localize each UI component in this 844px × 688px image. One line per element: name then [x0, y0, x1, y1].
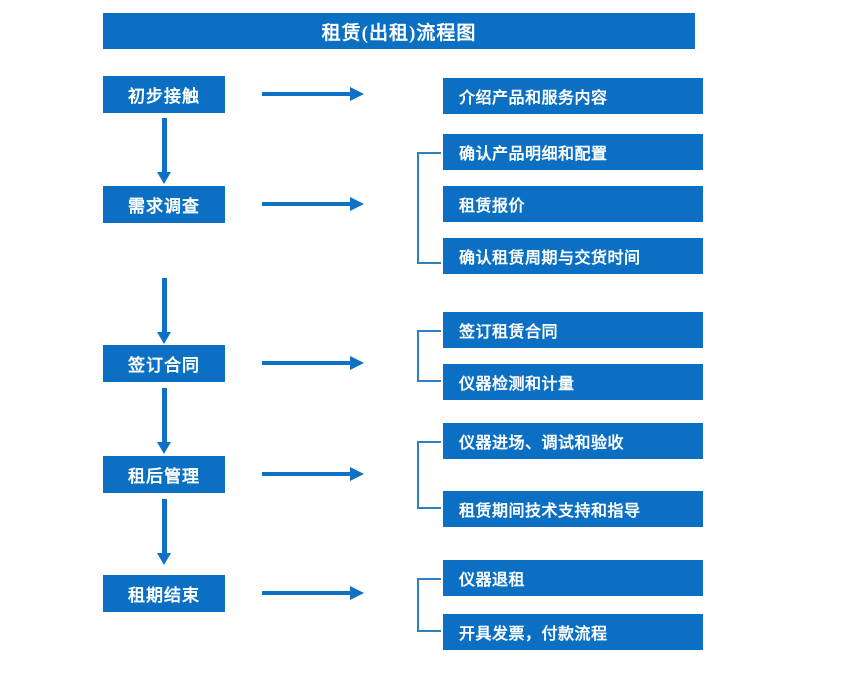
arrow-right-3	[262, 356, 364, 370]
arrow-shaft	[262, 92, 352, 96]
detail-box-g5-1[interactable]: 仪器退租	[443, 560, 703, 596]
arrow-right-4	[262, 467, 364, 481]
arrow-down-1	[157, 118, 171, 184]
arrow-shaft	[162, 388, 167, 442]
stage-box-3[interactable]: 签订合同	[103, 345, 225, 382]
arrow-shaft	[162, 118, 167, 172]
diagram-title: 租赁(出租)流程图	[103, 13, 695, 49]
detail-box-g2-3[interactable]: 确认租赁周期与交货时间	[443, 238, 703, 274]
arrow-down-4	[157, 499, 171, 565]
arrow-head	[350, 467, 364, 481]
arrow-right-1	[262, 87, 364, 101]
arrow-shaft	[162, 278, 167, 332]
arrow-shaft	[262, 361, 352, 365]
group-bracket-5	[417, 578, 441, 632]
group-bracket-3	[417, 330, 441, 382]
arrow-head	[157, 332, 171, 344]
arrow-head	[157, 172, 171, 184]
arrow-down-2	[157, 278, 171, 344]
detail-box-g1-1[interactable]: 介绍产品和服务内容	[443, 78, 703, 114]
group-bracket-2	[417, 152, 441, 264]
stage-box-4[interactable]: 租后管理	[103, 456, 225, 493]
detail-box-g4-1[interactable]: 仪器进场、调试和验收	[443, 423, 703, 459]
arrow-down-3	[157, 388, 171, 454]
group-bracket-4	[417, 441, 441, 509]
arrow-head	[350, 356, 364, 370]
arrow-head	[350, 197, 364, 211]
arrow-shaft	[262, 591, 352, 595]
detail-box-g3-2[interactable]: 仪器检测和计量	[443, 364, 703, 400]
arrow-shaft	[262, 472, 352, 476]
detail-box-g5-2[interactable]: 开具发票，付款流程	[443, 614, 703, 650]
arrow-head	[157, 442, 171, 454]
arrow-shaft	[162, 499, 167, 553]
arrow-shaft	[262, 202, 352, 206]
detail-box-g3-1[interactable]: 签订租赁合同	[443, 312, 703, 348]
arrow-right-5	[262, 586, 364, 600]
arrow-head	[350, 87, 364, 101]
detail-box-g4-2[interactable]: 租赁期间技术支持和指导	[443, 491, 703, 527]
stage-box-5[interactable]: 租期结束	[103, 575, 225, 612]
detail-box-g2-1[interactable]: 确认产品明细和配置	[443, 134, 703, 170]
stage-box-2[interactable]: 需求调查	[103, 186, 225, 223]
stage-box-1[interactable]: 初步接触	[103, 76, 225, 113]
detail-box-g2-2[interactable]: 租赁报价	[443, 186, 703, 222]
arrow-head	[350, 586, 364, 600]
arrow-head	[157, 553, 171, 565]
arrow-right-2	[262, 197, 364, 211]
